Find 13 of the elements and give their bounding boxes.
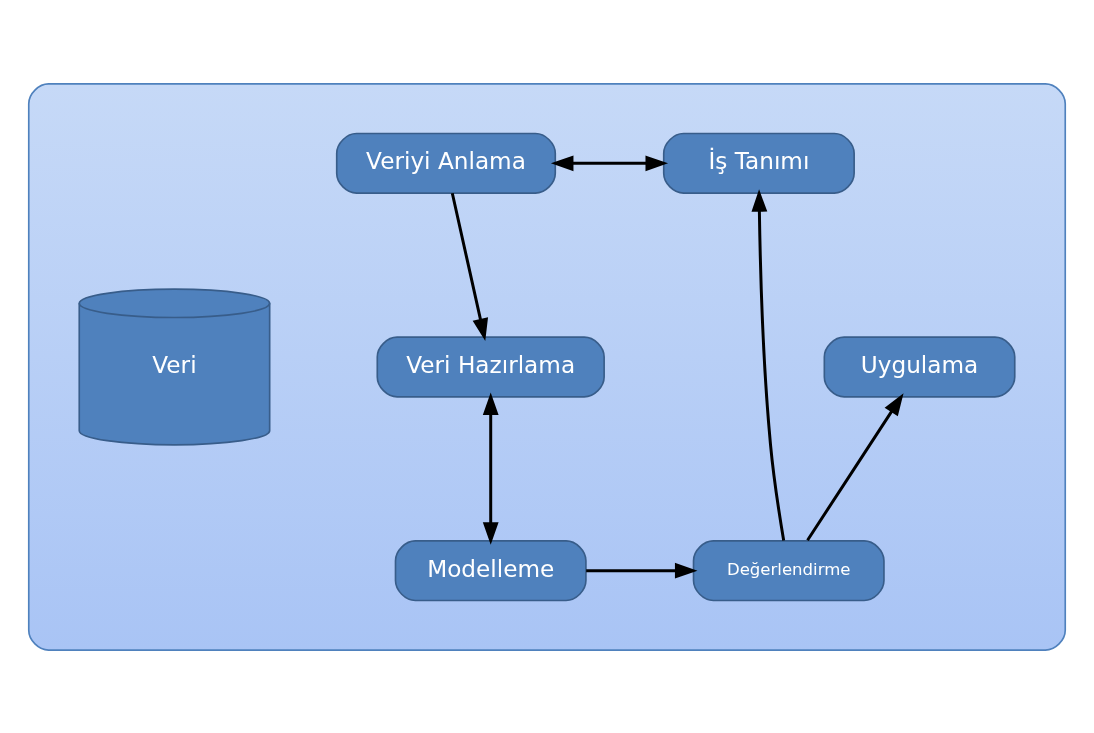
arrow [482,391,499,545]
arrow [751,188,786,541]
arrow [450,192,489,341]
arrow [550,154,669,171]
node-box: Modelleme [394,539,587,601]
arrow [586,562,698,579]
node-box: Değerlendirme [692,539,885,601]
cluster [27,82,1067,651]
node-box: İş Tanımı [662,132,855,194]
node-box: Uygulama [823,335,1016,398]
node-box: Veriyi Anlama [335,132,557,194]
arrow [806,392,904,541]
node-box: Veri Hazırlama [376,335,605,398]
